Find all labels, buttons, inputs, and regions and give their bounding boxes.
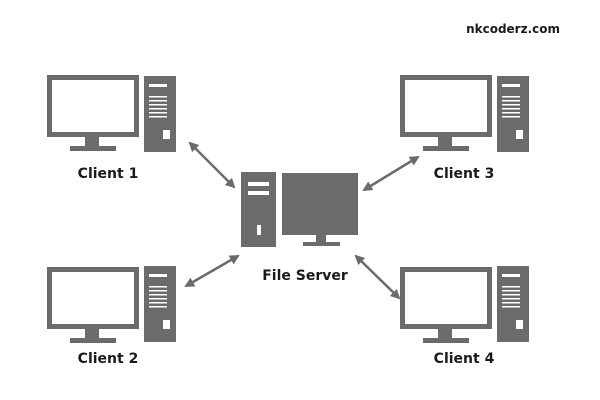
client-2-computer-icon — [47, 266, 176, 343]
client-4-computer-icon — [400, 266, 529, 343]
client-3-label: Client 3 — [433, 166, 495, 182]
file-server-label: File Server — [262, 268, 348, 284]
client-2-label: Client 2 — [77, 351, 139, 367]
client-3-computer-icon — [400, 75, 529, 152]
client-1-label: Client 1 — [77, 166, 139, 182]
file-server-icon — [241, 172, 358, 247]
client-1-computer-icon — [47, 75, 176, 152]
brand-watermark: nkcoderz.com — [466, 22, 560, 36]
arrow-client-3-server-icon — [362, 155, 420, 192]
arrow-client-1-server-icon — [188, 141, 236, 189]
arrow-client-2-server-icon — [184, 254, 240, 288]
client-4-label: Client 4 — [433, 351, 495, 367]
arrow-client-4-server-icon — [354, 254, 401, 300]
